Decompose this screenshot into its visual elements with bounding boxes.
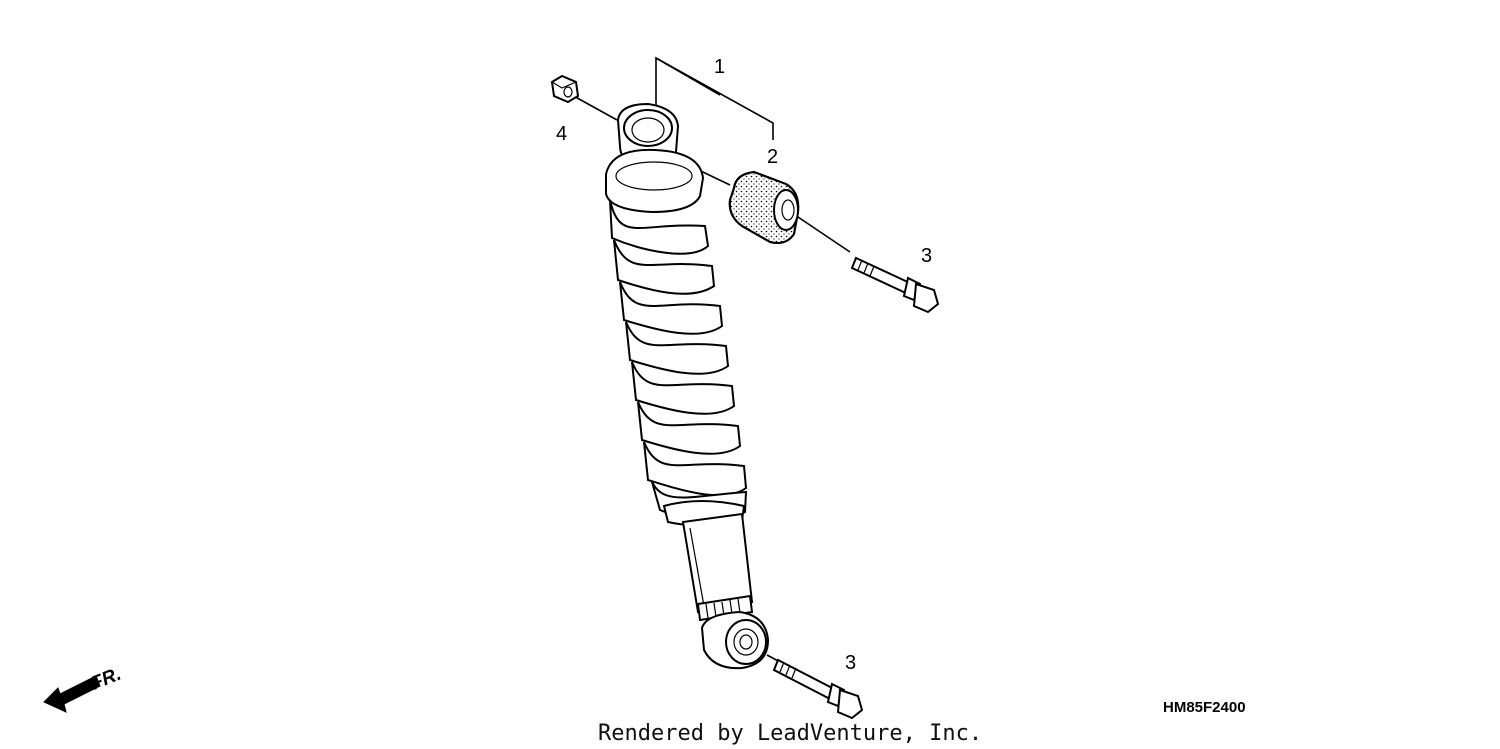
callout-3-upper: 3 — [921, 245, 932, 267]
diagram-code: HM85F2400 — [1163, 699, 1246, 716]
callout-3-lower: 3 — [845, 652, 856, 674]
flange-nut[interactable] — [550, 74, 580, 104]
callout-2: 2 — [767, 146, 778, 168]
upper-flange-bolt[interactable] — [850, 256, 940, 314]
coil-spring — [609, 199, 748, 521]
shock-body — [681, 512, 754, 622]
lower-flange-bolt[interactable] — [772, 658, 864, 720]
lower-mount-eye — [700, 610, 770, 670]
callout-1: 1 — [714, 56, 725, 78]
render-credit: Rendered by LeadVenture, Inc. — [598, 721, 982, 746]
callout-4: 4 — [556, 123, 567, 145]
upper-mount-sleeve — [616, 102, 680, 170]
front-direction-marker: FR. — [43, 664, 124, 713]
rear-shock-absorber[interactable] — [605, 102, 770, 670]
bushing[interactable] — [728, 170, 800, 244]
front-direction-label: FR. — [88, 664, 124, 695]
